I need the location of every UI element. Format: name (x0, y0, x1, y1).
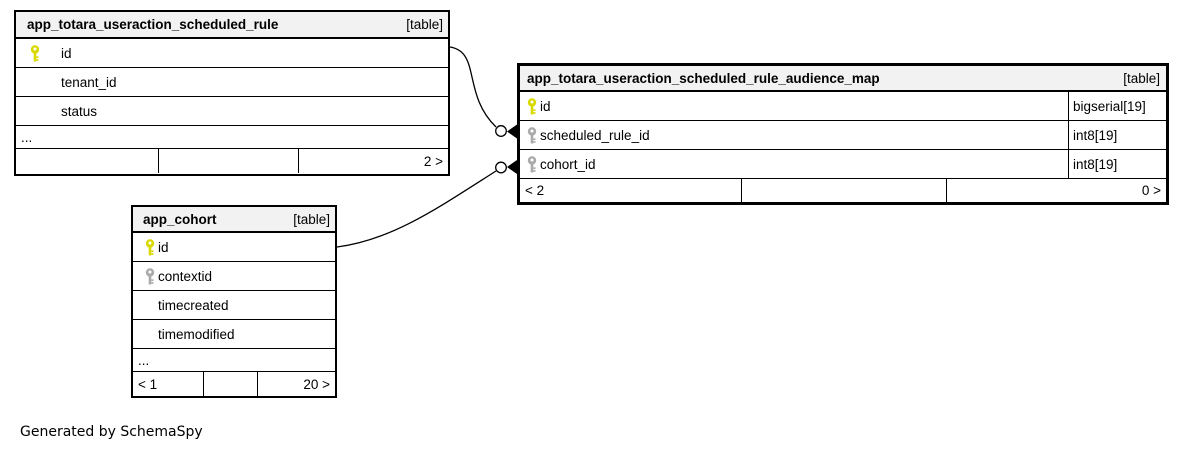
footer-parents-cell: < 2 (520, 179, 742, 202)
more-columns-ellipsis: ... (16, 126, 448, 149)
footer-mid-cell (742, 179, 947, 202)
footer-children-cell: 0 > (1141, 183, 1161, 198)
table-footer: 2 > (16, 149, 448, 173)
column-name: id (158, 239, 169, 255)
column-name: scheduled_rule_id (540, 127, 650, 143)
relationship-arrowhead (507, 160, 517, 174)
column-row-timemodified: timemodified (133, 320, 335, 349)
table-app-totara-useraction-scheduled-rule[interactable]: app_totara_useraction_scheduled_rule [ta… (14, 10, 450, 176)
table-header: app_totara_useraction_scheduled_rule_aud… (520, 66, 1166, 92)
table-type-badge: [table] (1123, 70, 1160, 86)
column-row-id: id (16, 39, 448, 68)
table-title: app_cohort (143, 211, 217, 227)
column-name: tenant_id (61, 74, 117, 90)
column-name: id (61, 45, 72, 61)
primary-key-icon (527, 97, 537, 114)
column-row-status: status (16, 97, 448, 126)
relationship-line-cohort-to-map (336, 170, 497, 248)
column-name: status (61, 103, 98, 119)
table-title: app_totara_useraction_scheduled_rule_aud… (527, 70, 880, 86)
column-row-contextid: contextid (133, 262, 335, 291)
footer-mid-cell (159, 149, 299, 173)
table-footer: < 2 0 > (520, 179, 1166, 202)
index-key-icon (145, 267, 155, 284)
column-type: int8[19] (1068, 121, 1166, 149)
primary-key-icon (145, 238, 155, 255)
relationship-zero-circle (495, 125, 507, 137)
column-row-id: id (133, 233, 335, 262)
table-app-totara-useraction-scheduled-rule-audience-map[interactable]: app_totara_useraction_scheduled_rule_aud… (517, 63, 1169, 205)
table-header: app_cohort [table] (133, 207, 335, 233)
footer-parents-cell (16, 149, 159, 173)
foreign-key-icon (527, 155, 537, 172)
footer-children-cell: 20 > (303, 376, 330, 392)
table-title: app_totara_useraction_scheduled_rule (27, 17, 279, 32)
column-row-id: id bigserial[19] (520, 92, 1166, 121)
column-name: cohort_id (540, 156, 596, 172)
column-row-scheduled-rule-id: scheduled_rule_id int8[19] (520, 121, 1166, 150)
relationship-arrowhead (507, 124, 517, 139)
column-name: contextid (158, 268, 213, 284)
relationship-zero-circle (495, 161, 507, 174)
table-header: app_totara_useraction_scheduled_rule [ta… (16, 12, 448, 39)
more-columns-ellipsis: ... (133, 349, 335, 372)
foreign-key-icon (527, 126, 537, 143)
table-type-badge: [table] (406, 17, 443, 32)
primary-key-icon (30, 44, 40, 61)
footer-mid-cell (204, 372, 258, 396)
column-row-timecreated: timecreated (133, 291, 335, 320)
column-name: timecreated (158, 297, 229, 313)
table-footer: < 1 20 > (133, 372, 335, 396)
column-row-tenant-id: tenant_id (16, 68, 448, 97)
generator-credit: Generated by SchemaSpy (20, 424, 203, 440)
column-type: int8[19] (1068, 150, 1166, 178)
footer-children-cell: 2 > (423, 153, 443, 169)
table-app-cohort[interactable]: app_cohort [table] id (131, 205, 337, 398)
relationship-line-scheduled-rule-to-map (449, 46, 497, 128)
column-name: timemodified (158, 326, 235, 342)
column-name: id (540, 98, 551, 114)
footer-parents-cell: < 1 (133, 372, 204, 396)
table-type-badge: [table] (293, 211, 330, 227)
column-type: bigserial[19] (1068, 92, 1166, 120)
column-row-cohort-id: cohort_id int8[19] (520, 150, 1166, 179)
